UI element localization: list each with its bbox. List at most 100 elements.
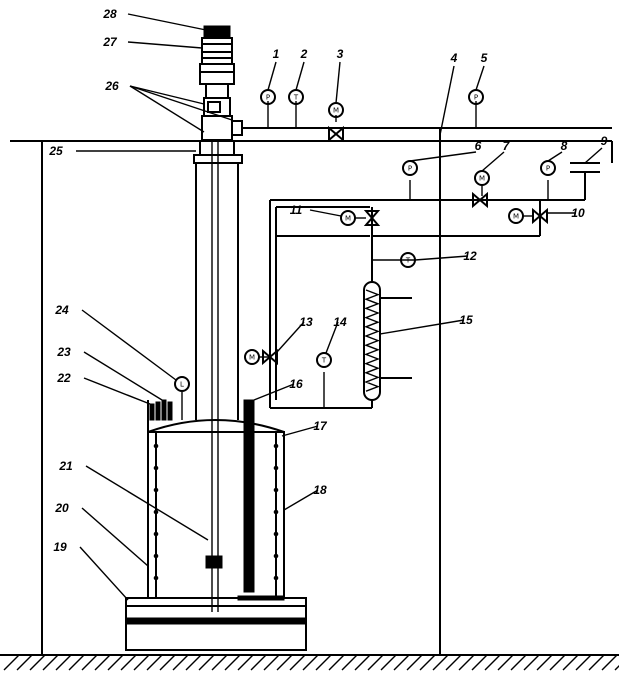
gauge-glyph: M xyxy=(479,175,485,183)
callout-label-26: 26 xyxy=(104,79,119,93)
gauge-14: T xyxy=(316,352,332,368)
leader-26c xyxy=(129,85,233,121)
callout-label-1: 1 xyxy=(273,47,280,61)
leader-16 xyxy=(253,383,295,401)
callout-label-12: 12 xyxy=(463,249,477,263)
leader-4 xyxy=(439,65,455,136)
gauge-glyph: T xyxy=(321,357,327,365)
gauge-glyph: P xyxy=(474,94,478,102)
callout-label-9: 9 xyxy=(601,134,608,148)
leader-27 xyxy=(127,41,203,49)
leader-13 xyxy=(276,321,305,353)
callout-label-22: 22 xyxy=(56,371,71,385)
gauge-2: T xyxy=(288,89,304,105)
callout-label-28: 28 xyxy=(102,7,117,21)
callout-label-5: 5 xyxy=(481,51,488,65)
leader-23 xyxy=(83,351,163,401)
gauge-13: M xyxy=(244,349,260,365)
callout-label-10: 10 xyxy=(571,206,585,220)
leader-lines xyxy=(76,13,603,601)
building-frame xyxy=(10,128,441,655)
gauge-glyph: T xyxy=(293,94,299,102)
callout-label-8: 8 xyxy=(561,139,568,153)
leader-22 xyxy=(83,377,151,405)
leader-11 xyxy=(309,209,342,217)
callout-label-20: 20 xyxy=(54,501,69,515)
gauge-10: M xyxy=(508,208,524,224)
callout-label-18: 18 xyxy=(313,483,327,497)
gauge-glyph: P xyxy=(408,165,412,173)
callout-label-4: 4 xyxy=(450,51,458,65)
feed-pipe-20 xyxy=(147,392,183,598)
leader-28 xyxy=(127,13,207,31)
callout-label-19: 19 xyxy=(53,540,67,554)
gauge-6: P xyxy=(402,160,418,176)
gauge-5: P xyxy=(468,89,484,105)
leader-26 xyxy=(129,85,205,133)
leader-1 xyxy=(267,61,277,91)
leader-2 xyxy=(295,61,305,91)
leader-8 xyxy=(547,151,563,162)
valve-11 xyxy=(363,210,381,226)
reactor-vessel xyxy=(125,399,307,651)
leader-14 xyxy=(325,321,339,354)
gauge-glyph: M xyxy=(249,354,255,362)
gauge-glyph: L xyxy=(180,381,184,389)
top-pipe xyxy=(242,101,613,163)
callout-label-16: 16 xyxy=(289,377,303,391)
callout-label-14: 14 xyxy=(333,315,347,329)
middle-pipe xyxy=(269,180,585,408)
motor-drive xyxy=(199,25,243,155)
callout-label-2: 2 xyxy=(300,47,308,61)
leader-3 xyxy=(335,61,341,104)
valve-13 xyxy=(262,348,278,366)
device-9 xyxy=(570,162,600,200)
callout-label-3: 3 xyxy=(337,47,344,61)
valves xyxy=(262,125,548,366)
shaft-column xyxy=(193,140,243,612)
leader-5 xyxy=(475,65,485,91)
leader-18 xyxy=(283,489,319,511)
leader-24 xyxy=(81,309,177,381)
gauge-7: M xyxy=(474,170,490,186)
callout-label-11: 11 xyxy=(290,203,303,217)
gauge-glyph: P xyxy=(546,165,550,173)
callout-label-6: 6 xyxy=(475,139,482,153)
callout-label-23: 23 xyxy=(56,345,71,359)
callout-label-27: 27 xyxy=(102,35,118,49)
leader-7 xyxy=(481,151,505,172)
callout-label-21: 21 xyxy=(58,459,73,473)
valve-3 xyxy=(328,125,344,143)
return-line xyxy=(270,372,372,409)
callout-label-15: 15 xyxy=(459,313,473,327)
valve-7 xyxy=(472,191,488,209)
leader-9 xyxy=(584,147,603,164)
leader-21 xyxy=(85,465,209,541)
leader-26b xyxy=(129,85,205,105)
leader-12 xyxy=(414,255,469,261)
gauge-glyph: M xyxy=(345,215,351,223)
condenser-15 xyxy=(363,281,412,408)
ground xyxy=(0,654,619,671)
leader-6 xyxy=(409,151,477,162)
gauge-glyph: M xyxy=(513,213,519,221)
leader-15 xyxy=(379,319,465,335)
leader-17 xyxy=(281,425,319,437)
valve-10 xyxy=(532,207,548,225)
gauge-glyph: P xyxy=(266,94,270,102)
callout-label-7: 7 xyxy=(503,139,511,153)
callout-label-25: 25 xyxy=(48,144,63,158)
gauge-3: M xyxy=(328,102,344,118)
gauge-1: P xyxy=(260,89,276,105)
callout-label-17: 17 xyxy=(313,419,328,433)
gauge-glyph: M xyxy=(333,107,339,115)
leader-20 xyxy=(81,507,149,567)
callout-label-13: 13 xyxy=(299,315,313,329)
gauge-8: P xyxy=(540,160,556,176)
leader-19 xyxy=(79,546,129,601)
gauge-24: L xyxy=(174,376,190,392)
